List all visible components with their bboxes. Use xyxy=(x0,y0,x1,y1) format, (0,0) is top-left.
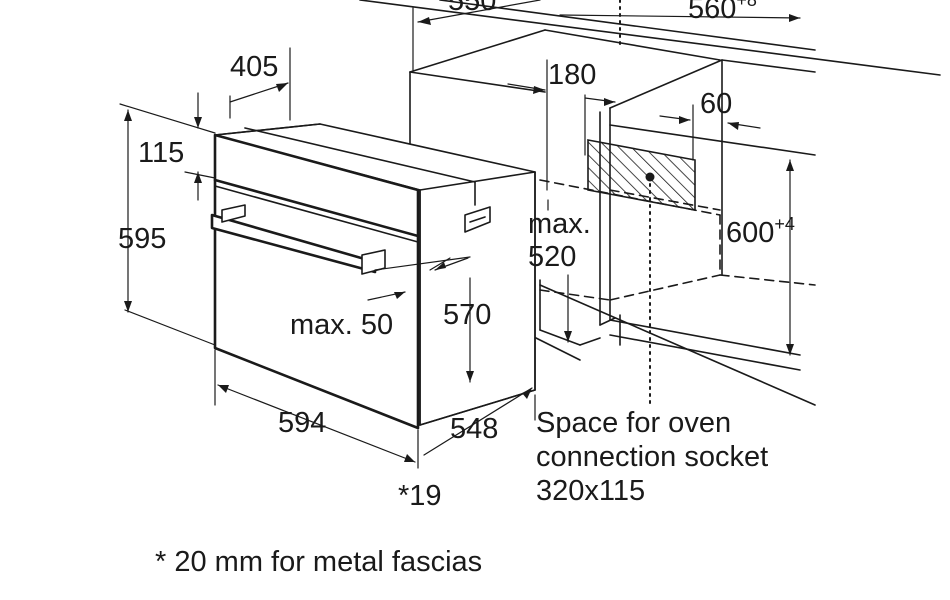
socket-note-line1: Space for oven xyxy=(536,407,731,439)
dim-handle-max: max. 50 xyxy=(290,309,393,341)
socket-note-line3: 320x115 xyxy=(536,475,645,507)
dim-front-height: 595 xyxy=(118,223,166,255)
door-handle xyxy=(210,204,386,275)
dimension-lines xyxy=(119,0,801,469)
socket-area xyxy=(587,0,696,406)
dim-fascia-offset: *19 xyxy=(398,480,442,512)
dim-body-depth: 548 xyxy=(450,413,498,445)
dim-front-width: 594 xyxy=(278,407,326,439)
socket-note-line2: connection socket xyxy=(536,441,768,473)
dim-max-depth-line1: max. xyxy=(528,208,591,240)
footnote: * 20 mm for metal fascias xyxy=(155,546,482,578)
dim-top-depth: 550 xyxy=(448,0,496,17)
dimension-labels: 550 560+8 405 115 595 max. 50 570 594 54… xyxy=(118,0,795,512)
dim-max-depth-line2: 520 xyxy=(528,241,576,273)
dim-side-gap: 60 xyxy=(700,88,732,120)
dim-niche-depth: 180 xyxy=(548,59,596,91)
dim-handle-depth: 405 xyxy=(230,51,278,83)
dim-niche-height: 600+4 xyxy=(726,214,795,249)
dim-top-width: 560+8 xyxy=(688,0,757,25)
dim-panel-height: 115 xyxy=(138,137,184,169)
socket-note: Space for oven connection socket 320x115 xyxy=(536,407,768,507)
dim-body-height: 570 xyxy=(443,299,491,331)
oven-front xyxy=(210,133,420,430)
